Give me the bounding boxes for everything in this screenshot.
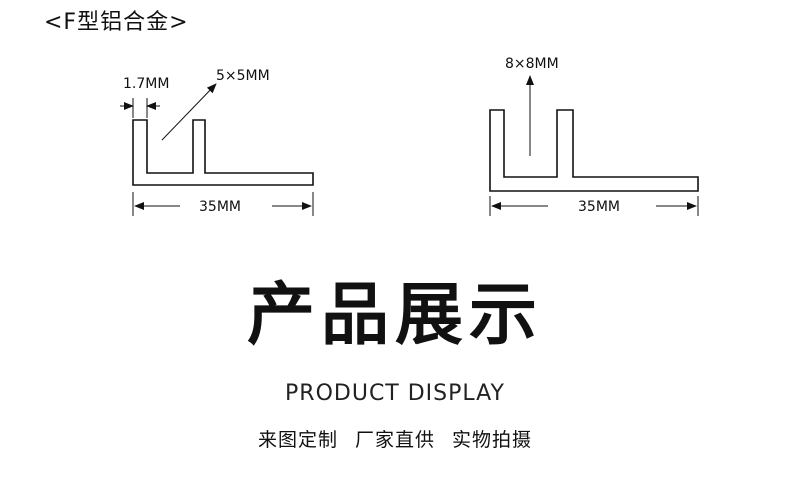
left-slot-leader bbox=[161, 83, 217, 141]
left-slot-label: 5×5MM bbox=[216, 68, 270, 84]
page-title: <F型铝合金> bbox=[44, 10, 189, 35]
right-width-label: 35MM bbox=[578, 199, 620, 215]
left-profile: 1.7MM 5×5MM 35MM bbox=[120, 68, 314, 216]
right-profile-outline bbox=[489, 109, 699, 192]
headline: 产品展示 bbox=[246, 276, 543, 355]
left-profile-outline bbox=[132, 119, 314, 186]
right-slot-label: 8×8MM bbox=[505, 56, 559, 72]
tagline: 来图定制 厂家直供 实物拍摄 bbox=[257, 429, 533, 451]
left-thickness-label: 1.7MM bbox=[123, 76, 169, 92]
subhead: PRODUCT DISPLAY bbox=[285, 381, 505, 406]
left-width-label: 35MM bbox=[199, 199, 241, 215]
right-profile: 8×8MM 35MM bbox=[489, 56, 699, 216]
